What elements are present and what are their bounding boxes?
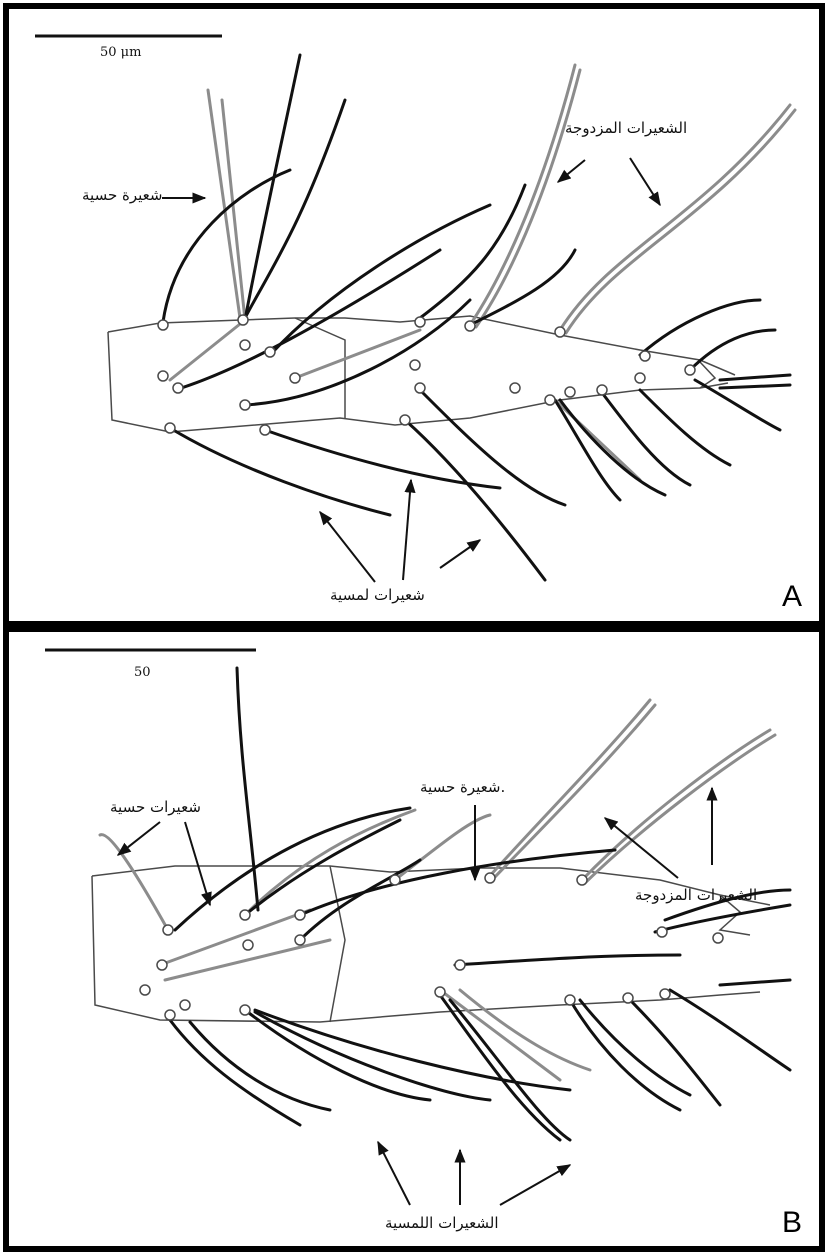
scale-bar-label-a: 50 μm xyxy=(100,45,141,60)
label-tactile-setae-b: الشعيرات اللمسية xyxy=(385,1214,499,1232)
panel-b: 50 xyxy=(6,629,822,1249)
label-sensory-seta-b: شعيرة حسية. xyxy=(420,778,505,796)
label-paired-setae-a: الشعيرات المزدوجة xyxy=(565,119,687,137)
label-sensory-seta-a: شعيرة حسية xyxy=(82,186,162,204)
label-tactile-setae-a: شعيرات لمسية xyxy=(330,586,425,604)
scale-bar-label-b: 50 xyxy=(134,665,151,680)
panel-letter-b: B xyxy=(782,1206,802,1239)
panel-letter-a: A xyxy=(782,580,802,613)
panel-a: 50 μm xyxy=(6,6,822,624)
label-paired-setae-b: الشعيرات المزدوجة xyxy=(635,886,757,904)
label-sensory-setae-b: شعيرات حسية xyxy=(110,798,201,816)
panel-b-frame xyxy=(6,629,822,1249)
